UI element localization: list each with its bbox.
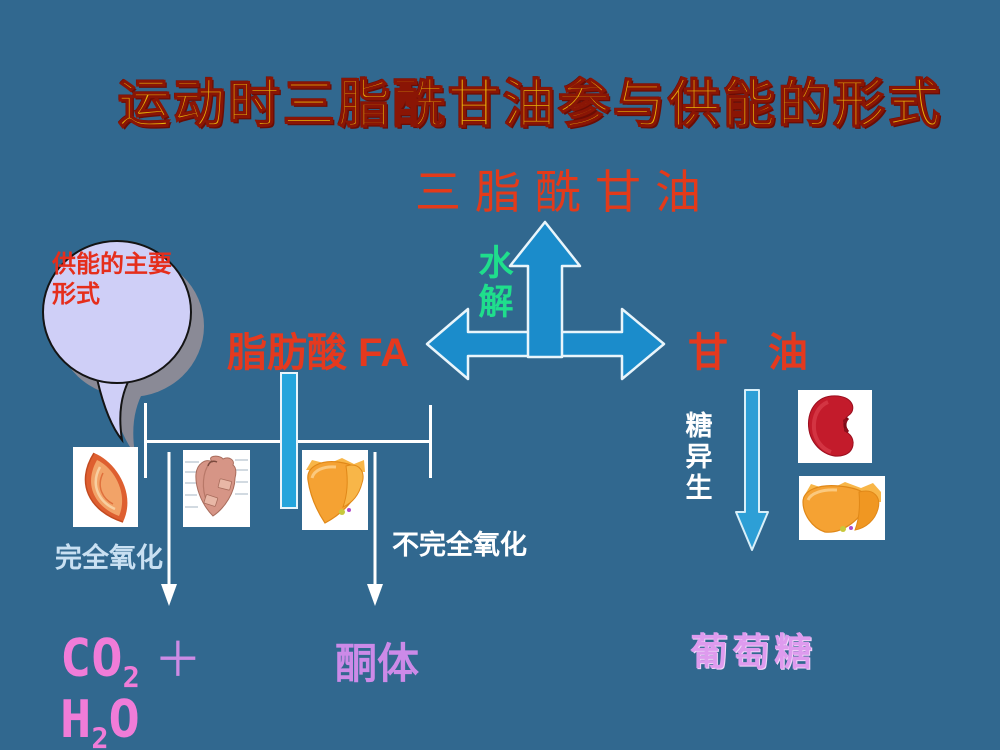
bracket-tick-left (144, 403, 147, 478)
hydrolysis-up-arrow (508, 220, 582, 359)
gluconeogenesis-arrow (735, 389, 769, 551)
h2o-o: O (108, 690, 140, 750)
node-h2o: H2O (60, 690, 140, 750)
callout-bubble (42, 240, 192, 384)
node-glycerol: 甘 油 (688, 331, 808, 375)
heart-icon (185, 455, 248, 517)
muscle-image (73, 447, 138, 527)
callout-tail (94, 372, 133, 444)
h2o-h: H (60, 690, 92, 750)
liver-icon (306, 458, 365, 524)
liver-icon (802, 482, 881, 533)
label-gluconeogenesis: 糖异生 (685, 411, 713, 504)
plus-sign: ＋ (153, 634, 202, 687)
callout-line-1: 供能的主要 (52, 251, 172, 278)
down-arrow-middle (367, 452, 383, 606)
node-ketone-bodies: 酮体 (335, 639, 420, 688)
node-co2-plus: CO2 ＋ (60, 620, 202, 694)
label-hydrolysis: 水解 (478, 244, 514, 322)
slide-title: 运动时三脂酰甘油参与供能的形式 (117, 76, 944, 135)
divider-bar (280, 372, 298, 509)
muscle-icon (84, 452, 128, 523)
kidney-image (798, 390, 872, 463)
liver-image-2 (799, 476, 885, 540)
node-triacylglycerol: 三脂酰甘油 (415, 165, 715, 219)
label-complete-oxidation: 完全氧化 (55, 543, 163, 574)
bracket-tick-right (429, 405, 432, 478)
liver-image (302, 450, 368, 530)
co2-subscript: 2 (122, 660, 140, 695)
down-arrow-left (161, 452, 177, 606)
node-fatty-acid: 脂肪酸 FA (227, 331, 410, 375)
co2-base: CO (60, 629, 123, 689)
node-glucose: 葡萄糖 (690, 629, 817, 674)
callout-line-2: 形式 (52, 281, 100, 308)
kidney-icon (807, 395, 854, 457)
label-incomplete-oxidation: 不完全氧化 (392, 530, 527, 561)
callout-text: 供能的主要 形式 (52, 250, 212, 310)
heart-image (183, 450, 250, 527)
h2o-subscript: 2 (91, 721, 109, 750)
